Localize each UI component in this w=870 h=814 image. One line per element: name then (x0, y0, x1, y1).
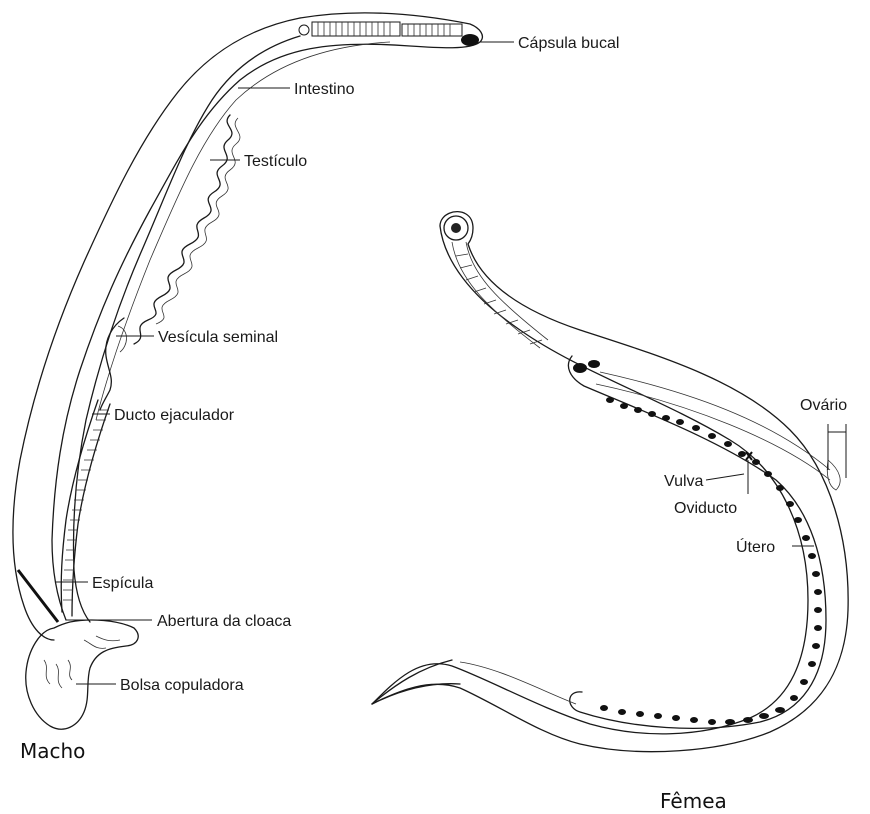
label-cloaca-opening: Abertura da cloaca (157, 613, 291, 630)
female-worm (372, 212, 848, 752)
label-testis: Testículo (244, 153, 307, 170)
label-spicule: Espícula (92, 575, 153, 592)
female-body-outline-outer (372, 212, 848, 752)
female-ovary (596, 372, 830, 480)
male-buccal-capsule (461, 34, 479, 46)
male-intestine (96, 42, 390, 420)
female-labels: Ovário Vulva Oviducto Útero (664, 397, 847, 556)
label-vulva: Vulva (664, 473, 704, 490)
male-testis-inner (156, 118, 240, 324)
caption-female: Fêmea (660, 789, 727, 813)
male-spicule (18, 570, 58, 622)
label-uterus: Útero (736, 537, 775, 556)
female-body-outline-inner (372, 226, 808, 734)
female-eggs (573, 360, 822, 725)
label-ejaculatory-duct: Ducto ejaculador (114, 407, 235, 424)
label-ovary: Ovário (800, 397, 847, 414)
female-esophagus (452, 242, 548, 348)
male-labels: Cápsula bucal Intestino Testículo Vesícu… (56, 35, 619, 694)
female-tail (372, 660, 460, 704)
male-esophagus (299, 22, 462, 36)
label-oviduct: Oviducto (674, 500, 737, 517)
caption-male: Macho (20, 739, 85, 763)
label-buccal-capsule: Cápsula bucal (518, 35, 619, 52)
label-seminal-vesicle: Vesícula seminal (158, 329, 278, 346)
male-testis (134, 115, 232, 344)
label-copulatory-bursa: Bolsa copuladora (120, 677, 244, 694)
label-intestine: Intestino (294, 81, 355, 98)
